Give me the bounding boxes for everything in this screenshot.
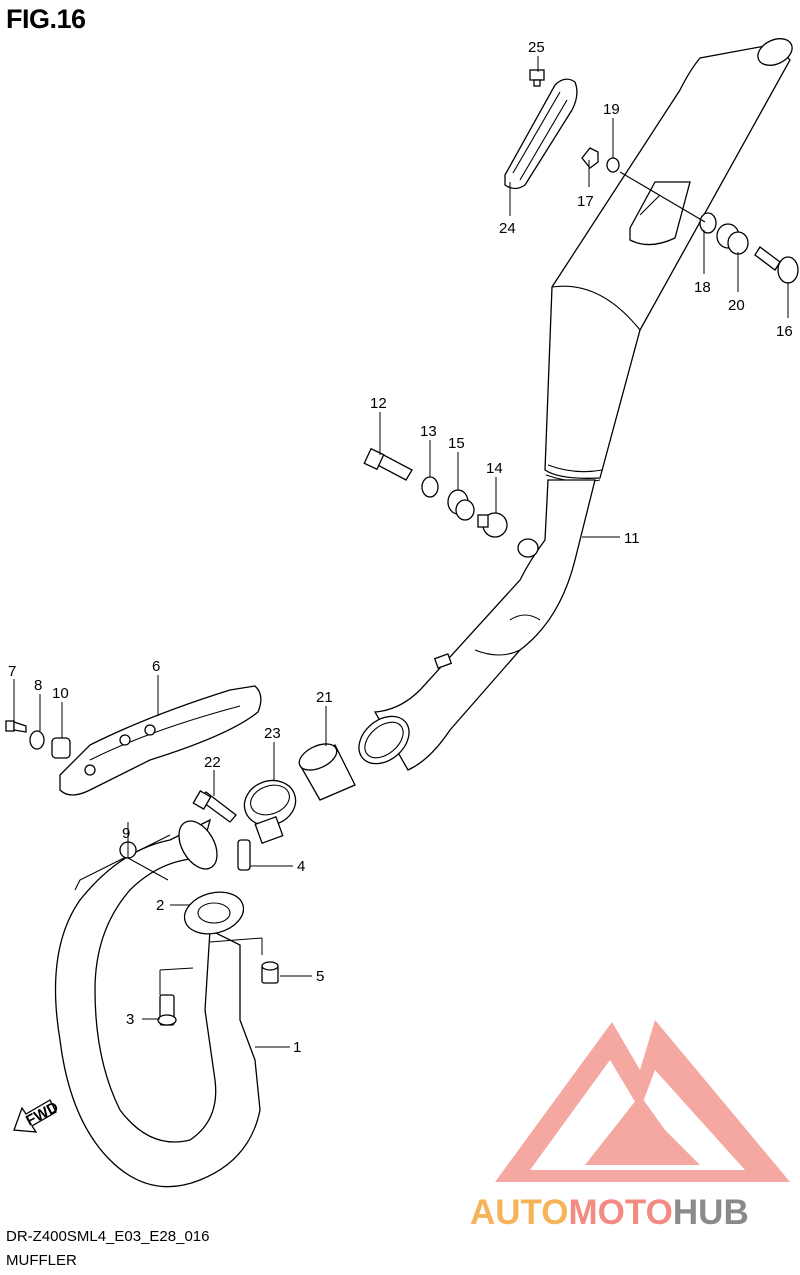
exhaust-pipe <box>54 818 261 1188</box>
callout-17: 17 <box>577 193 594 210</box>
bolt-7 <box>5 720 27 733</box>
spacer-10 <box>51 737 71 759</box>
callout-23: 23 <box>264 725 281 742</box>
grommet-15 <box>447 489 475 521</box>
callout-11: 11 <box>624 530 640 547</box>
fwd-arrow-icon: FWD <box>13 1099 61 1133</box>
bracket-24 <box>504 78 578 190</box>
callout-19: 19 <box>603 101 620 118</box>
callout-5: 5 <box>316 968 324 985</box>
callout-22: 22 <box>204 754 221 771</box>
callout-10: 10 <box>52 685 69 702</box>
callout-1: 1 <box>293 1039 301 1056</box>
brand-hub: HUB <box>672 1193 749 1232</box>
washer-19 <box>606 157 620 173</box>
brand-moto: MOTO <box>568 1193 673 1232</box>
washer-13 <box>421 476 439 498</box>
bolt-22 <box>192 790 237 823</box>
figure-code: DR-Z400SML4_E03_E28_016 <box>6 1228 210 1245</box>
callout-21: 21 <box>316 689 333 706</box>
callout-8: 8 <box>34 677 42 694</box>
callout-6: 6 <box>152 658 160 675</box>
muffler-body <box>358 38 793 771</box>
collar-14 <box>477 512 508 538</box>
callout-16: 16 <box>776 323 793 340</box>
nut-5 <box>261 961 279 984</box>
bolt-12 <box>363 447 413 481</box>
callout-7: 7 <box>8 663 16 680</box>
leader-lines <box>13 56 789 1048</box>
watermark-brand: AUTOMOTOHUB <box>470 1193 749 1233</box>
bolt-16 <box>754 246 799 284</box>
washer-8 <box>29 730 45 750</box>
fwd-label: FWD <box>23 1099 61 1130</box>
brand-auto: AUTO <box>470 1193 569 1232</box>
callout-4: 4 <box>297 858 305 875</box>
watermark-logo-icon <box>495 1020 790 1182</box>
heat-shield <box>59 685 262 796</box>
figure-name: MUFFLER <box>6 1252 77 1269</box>
bolt-25 <box>529 69 545 87</box>
connector-tube <box>298 743 356 801</box>
callout-14: 14 <box>486 460 503 477</box>
callout-2: 2 <box>156 897 164 914</box>
callout-24: 24 <box>499 220 516 237</box>
grommet-20 <box>716 223 749 255</box>
callout-13: 13 <box>420 423 437 440</box>
callout-15: 15 <box>448 435 465 452</box>
clamp <box>243 779 297 844</box>
callout-labels: 25 19 17 24 18 20 16 12 13 15 14 11 7 8 … <box>8 39 793 1056</box>
callout-18: 18 <box>694 279 711 296</box>
callout-3: 3 <box>126 1011 134 1028</box>
washer-18 <box>699 212 717 234</box>
figure-title: FIG.16 <box>6 4 86 34</box>
callout-9: 9 <box>122 825 130 842</box>
nut-17 <box>581 147 599 169</box>
stud-4 <box>237 839 251 871</box>
callout-20: 20 <box>728 297 745 314</box>
callout-25: 25 <box>528 39 545 56</box>
bolt-3 <box>157 994 177 1026</box>
callout-12: 12 <box>370 395 387 412</box>
